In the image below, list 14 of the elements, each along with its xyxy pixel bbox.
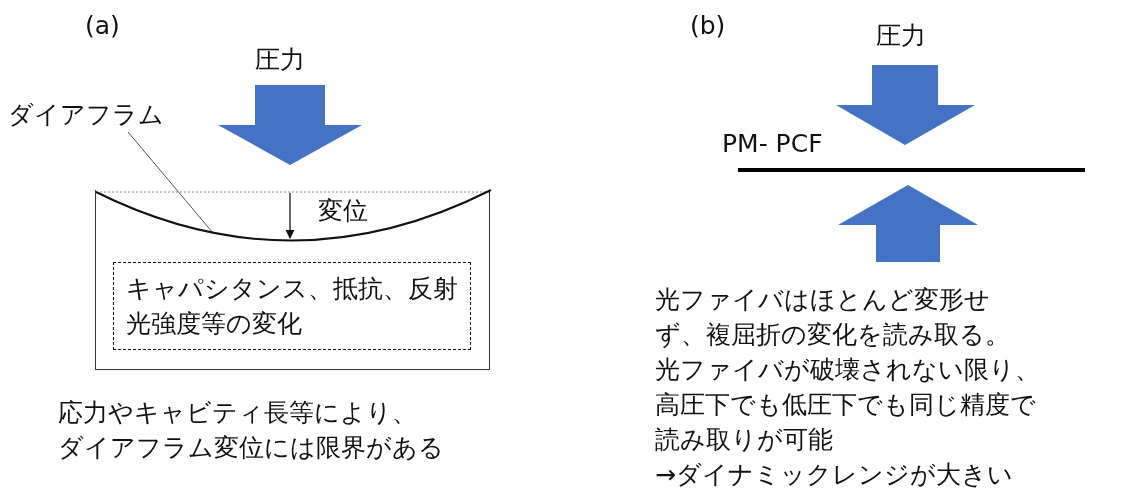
note-text: 光ファイバはほとんど変形せず、複屈折の変化を読み取る。 xyxy=(655,284,1011,351)
note-text: 応力やキャビティ長等により、ダイアフラム変位には限界がある xyxy=(58,397,445,464)
note-text: →ダイナミックレンジが大きい xyxy=(655,459,1014,491)
output-box: キャパシタンス、抵抗、反射光強度等の変化 xyxy=(113,262,471,350)
part-label: ダイアフラム xyxy=(8,97,208,133)
housing-box xyxy=(95,190,490,370)
panel-label: (a) xyxy=(85,10,121,42)
force-label: 圧力 xyxy=(876,20,927,52)
panel-label: (b) xyxy=(690,10,727,42)
note-text: 光ファイバが破壊されない限り、高圧下でも低圧下でも同じ精度で読み取りが可能 xyxy=(655,354,1040,456)
fiber-label: PM- PCF xyxy=(722,128,824,160)
leader-line xyxy=(127,131,214,234)
force-label: 圧力 xyxy=(255,44,306,76)
quantity-label: 変位 xyxy=(318,195,369,227)
